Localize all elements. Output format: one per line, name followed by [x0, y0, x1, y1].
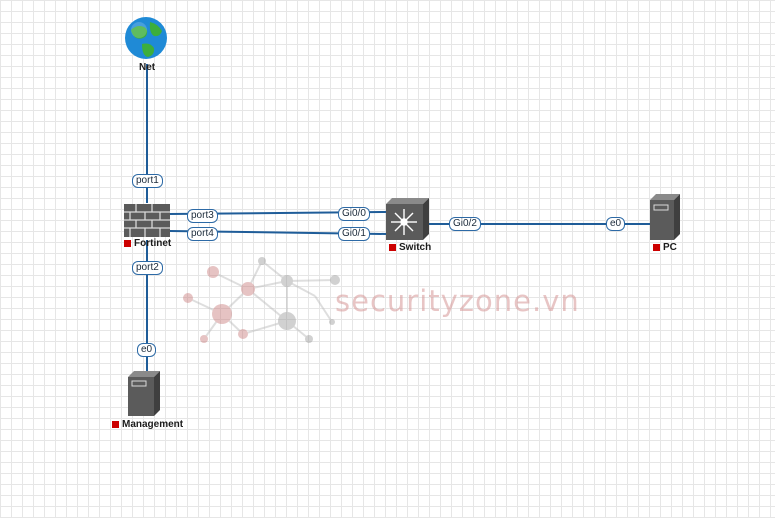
port-label-port2[interactable]: port2 [132, 261, 163, 275]
status-indicator [124, 240, 131, 247]
watermark-text: securityzone.vn [335, 284, 580, 318]
globe-icon[interactable] [125, 17, 167, 59]
node-name: Fortinet [134, 238, 172, 249]
node-name: Management [122, 419, 184, 430]
port-label-management-e0[interactable]: e0 [137, 343, 157, 357]
node-label-switch: Switch [389, 242, 431, 253]
node-name: Net [139, 62, 156, 73]
port-label-port4[interactable]: port4 [187, 227, 218, 241]
node-label-fortinet: Fortinet [124, 238, 171, 249]
port-label-port3[interactable]: port3 [187, 209, 218, 223]
status-indicator [112, 421, 119, 428]
node-name: Switch [399, 242, 432, 253]
port-label-gi0-2[interactable]: Gi0/2 [449, 217, 481, 231]
node-name: PC [663, 242, 677, 253]
port-label-port1[interactable]: port1 [132, 174, 163, 188]
port-label-pc-e0[interactable]: e0 [606, 217, 626, 231]
status-indicator [653, 244, 660, 251]
server-tower-icon[interactable] [128, 371, 160, 416]
port-label-gi0-1[interactable]: Gi0/1 [338, 227, 370, 241]
port-label-gi0-0[interactable]: Gi0/0 [338, 207, 370, 221]
node-label-management: Management [112, 419, 183, 430]
status-indicator [389, 244, 396, 251]
server-tower-icon[interactable] [650, 194, 680, 240]
node-label-net: Net [139, 62, 155, 73]
watermark-graphic [183, 257, 340, 343]
firewall-icon[interactable] [124, 204, 170, 237]
node-label-pc: PC [653, 242, 677, 253]
switch-icon[interactable] [386, 198, 429, 240]
